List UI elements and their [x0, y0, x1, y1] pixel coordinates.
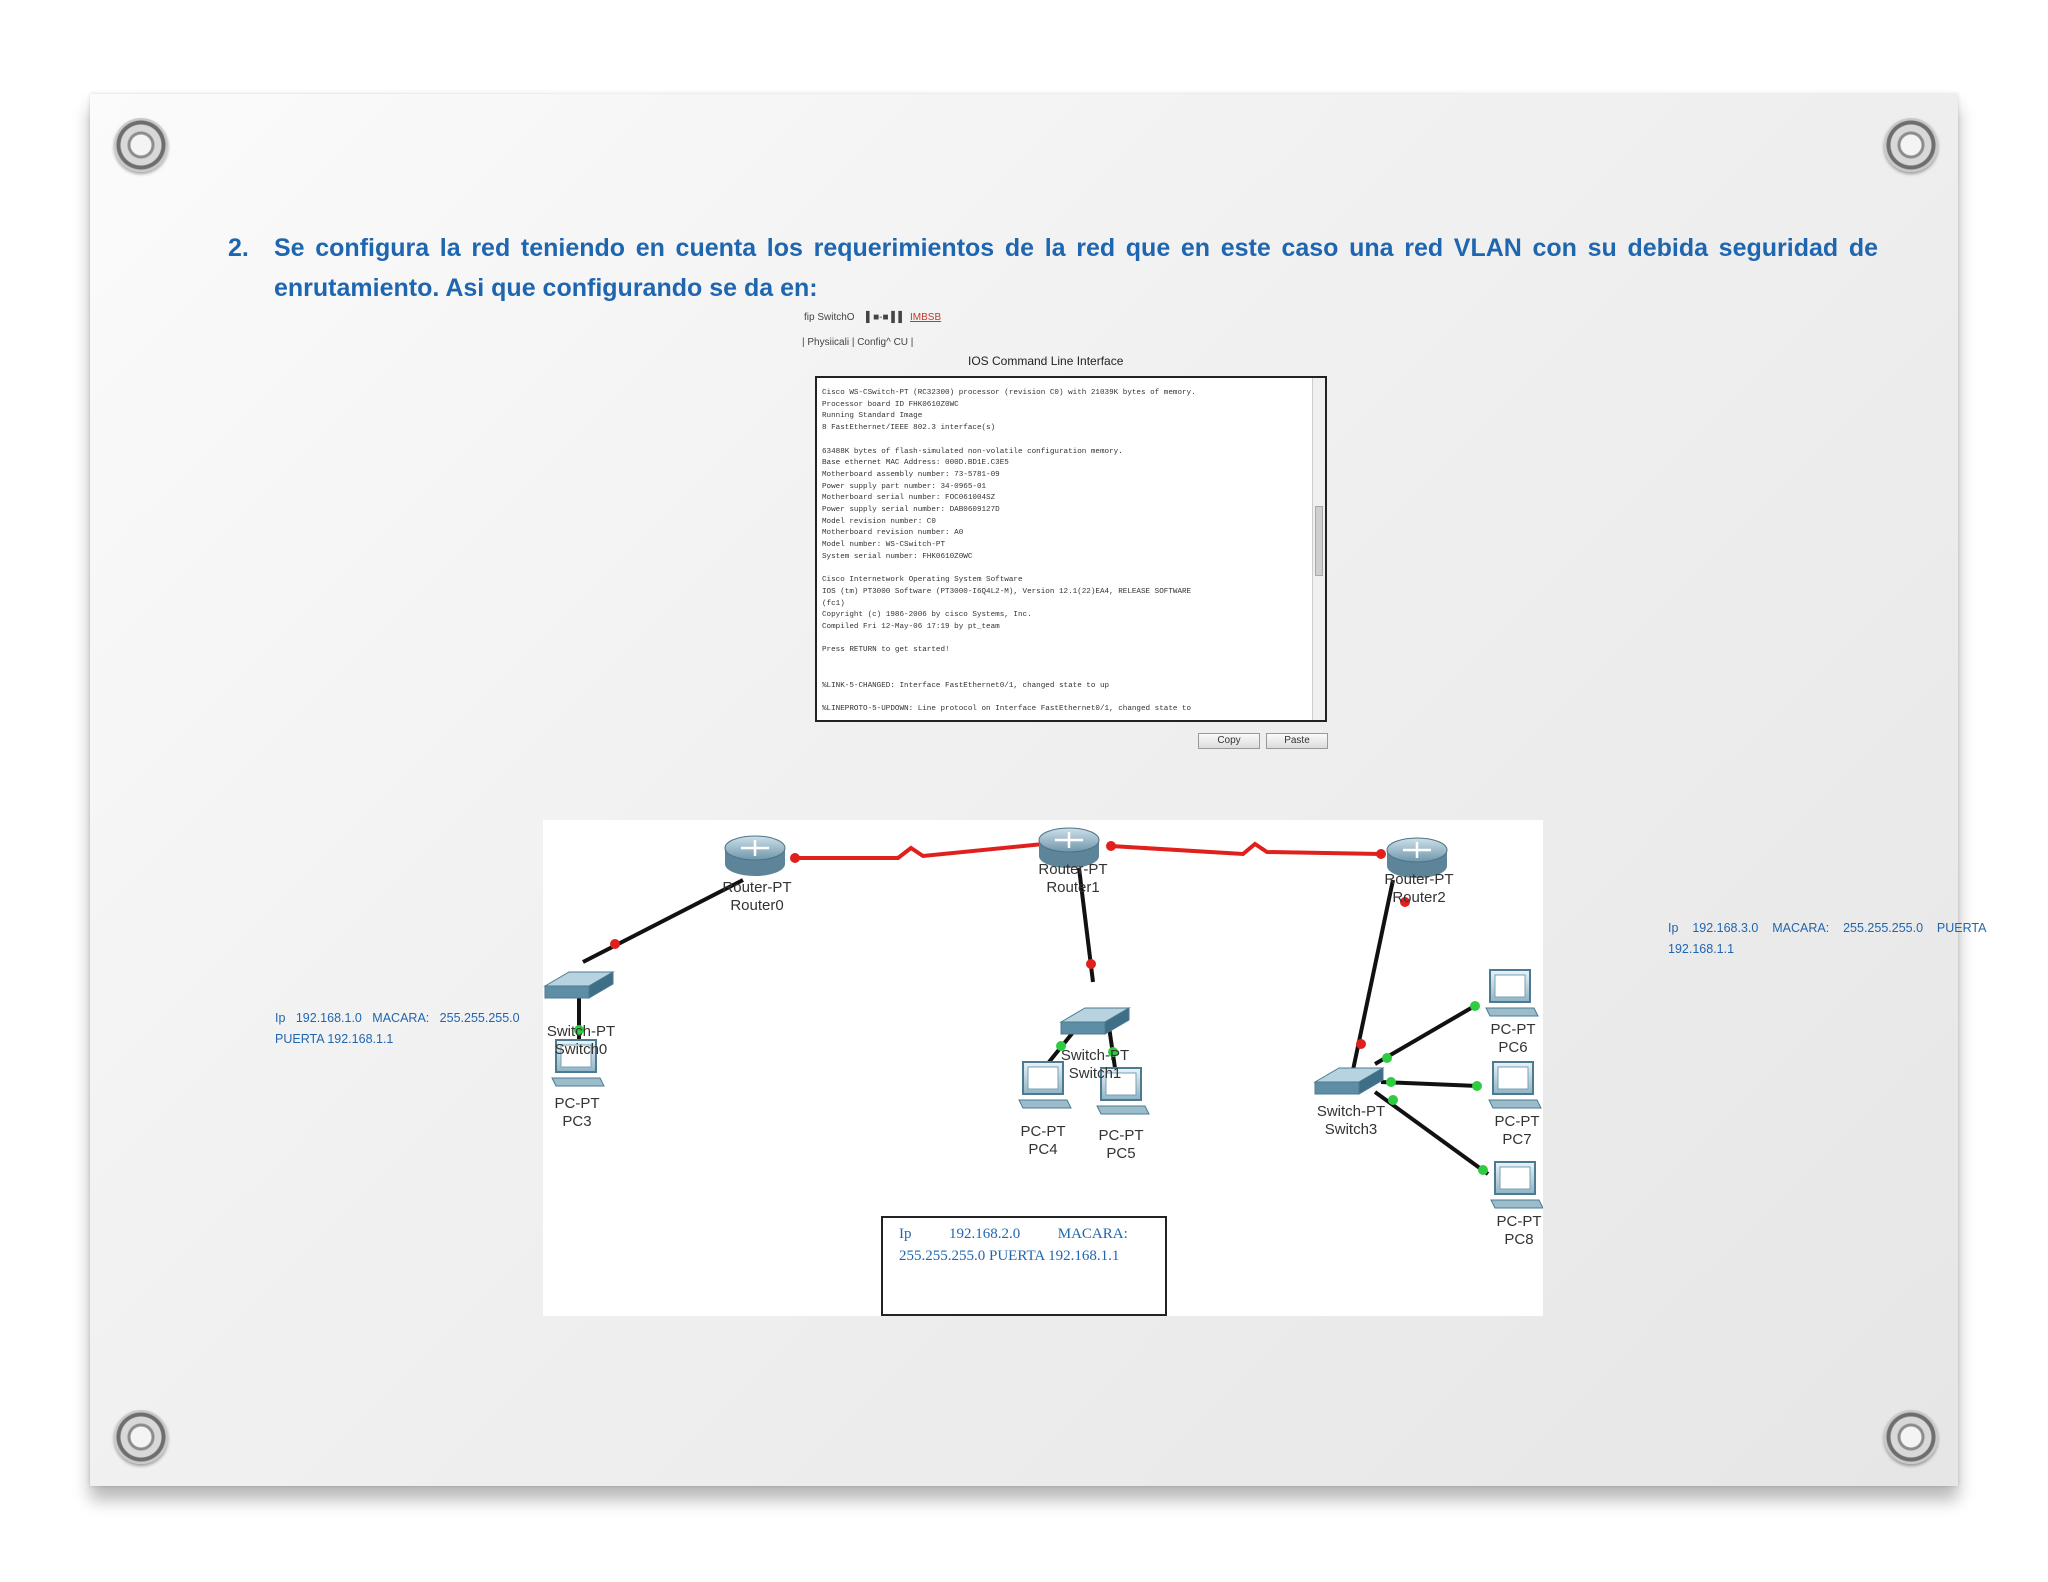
pc6-name-label: PC6	[1498, 1039, 1527, 1056]
terminal-line	[822, 669, 1307, 681]
router0-name-label: Router0	[730, 897, 783, 914]
pc6-icon[interactable]	[1485, 969, 1539, 1017]
switch3-name-label: Switch3	[1325, 1121, 1378, 1138]
terminal-line: Copyright (c) 1986-2006 by cisco Systems…	[822, 611, 1032, 620]
link-sw3-pc7	[1380, 1080, 1479, 1088]
pc6-type-label: PC-PT	[1491, 1021, 1536, 1038]
router0-icon[interactable]	[724, 835, 786, 876]
terminal-line: 63488K bytes of flash-simulated non-vola…	[822, 447, 1123, 456]
pc4-icon[interactable]	[1018, 1061, 1072, 1109]
terminal-line: System serial number: FHK0610Z0WC	[822, 552, 973, 561]
terminal-line: %LINK-5-CHANGED: Interface FastEthernet0…	[822, 681, 1110, 690]
switch1-name-label: Switch1	[1069, 1065, 1122, 1082]
ios-terminal[interactable]: Cisco WS-CSwitch-PT (RC32300) processor …	[815, 376, 1327, 722]
pc5-name-label: PC5	[1106, 1145, 1135, 1162]
switch1-type-label: Switch-PT	[1061, 1047, 1129, 1064]
note-center-line2: 255.255.255.0 PUERTA 192.168.1.1	[899, 1248, 1120, 1264]
router2-icon[interactable]	[1386, 837, 1448, 878]
terminal-line	[822, 564, 1307, 576]
note-right-line2: 192.168.1.1	[1668, 942, 1735, 956]
window-tabs[interactable]: | Physiicali | Config^ CU |	[802, 337, 914, 348]
pc3-icon[interactable]	[551, 1039, 605, 1087]
terminal-line: Model revision number: C0	[822, 517, 936, 526]
note-left-line2: PUERTA 192.168.1.1	[275, 1032, 394, 1046]
pc8-name-label: PC8	[1504, 1231, 1533, 1248]
router1-name-label: Router1	[1046, 879, 1099, 896]
pc7-icon[interactable]	[1488, 1061, 1542, 1109]
pc5-type-label: PC-PT	[1099, 1127, 1144, 1144]
terminal-line: Model number: WS-CSwitch-PT	[822, 541, 946, 550]
switch0-icon[interactable]	[543, 971, 615, 999]
window-title-link[interactable]: IMBSB	[910, 312, 942, 323]
link-r2-sw3	[1351, 879, 1395, 1071]
terminal-scrollbar[interactable]	[1312, 378, 1325, 720]
terminal-line: Motherboard assembly number: 73-5781-09	[822, 470, 1000, 479]
copy-button[interactable]: Copy	[1198, 733, 1260, 749]
terminal-output: Cisco WS-CSwitch-PT (RC32300) processor …	[822, 388, 1307, 716]
terminal-line: (fc1)	[822, 599, 845, 608]
router1-type-label: Router-PT	[1038, 861, 1107, 878]
terminal-line: 8 FastEthernet/IEEE 802.3 interface(s)	[822, 424, 996, 433]
terminal-line: Running Standard Image	[822, 412, 923, 421]
switch3-icon[interactable]	[1313, 1067, 1385, 1095]
terminal-line	[822, 435, 1307, 447]
terminal-line	[822, 634, 1307, 646]
serial-link-r1-r2	[1110, 841, 1382, 857]
terminal-line: Press RETURN to get started!	[822, 646, 950, 655]
terminal-line: Power supply serial number: DAB0609127D	[822, 506, 1000, 515]
terminal-line: Motherboard serial number: FOC061004SZ	[822, 494, 996, 503]
link-sw3-pc8	[1373, 1090, 1490, 1176]
window-title-glyphs: ▌■-■ ▌▌	[866, 312, 906, 323]
pc4-type-label: PC-PT	[1021, 1123, 1066, 1140]
note-right: Ip 192.168.3.0 MACARA: 255.255.255.0 PUE…	[1668, 918, 1986, 960]
router1-icon[interactable]	[1038, 827, 1100, 868]
router2-name-label: Router2	[1392, 889, 1445, 906]
terminal-line: Cisco WS-CSwitch-PT (RC32300) processor …	[822, 389, 1196, 397]
terminal-line: Compiled Fri 12-May-06 17:19 by pt_team	[822, 623, 1000, 632]
note-left-line1: Ip 192.168.1.0 MACARA: 255.255.255.0	[275, 1011, 520, 1025]
terminal-line: Power supply part number: 34-0965-01	[822, 482, 987, 491]
note-center-box: Ip 192.168.2.0 MACARA: 255.255.255.0 PUE…	[881, 1216, 1167, 1316]
serial-link-r0-r1	[795, 840, 1064, 860]
terminal-line	[822, 692, 1307, 704]
switch0-type-label: Switch-PT	[547, 1023, 615, 1040]
link-r0-sw0	[582, 878, 744, 964]
pc8-icon[interactable]	[1490, 1161, 1544, 1209]
terminal-line	[822, 657, 1307, 669]
note-right-line1: Ip 192.168.3.0 MACARA: 255.255.255.0 PUE…	[1668, 921, 1987, 935]
terminal-line: Processor board ID FHK0610Z0WC	[822, 400, 959, 409]
pc5-icon[interactable]	[1096, 1067, 1150, 1115]
window-title: fip SwitchO	[804, 312, 855, 323]
router2-type-label: Router-PT	[1384, 871, 1453, 888]
network-diagram: Router-PT Router0 Router-PT Router1 Rout…	[543, 820, 1544, 1316]
router0-type-label: Router-PT	[722, 879, 791, 896]
terminal-line: Motherboard revision number: A0	[822, 529, 964, 538]
terminal-scroll-thumb[interactable]	[1315, 506, 1323, 576]
switch0-name-label: Switch0	[555, 1041, 608, 1058]
heading-number: 2.	[228, 234, 249, 262]
switch1-icon[interactable]	[1059, 1007, 1131, 1035]
topology-svg: Router-PT Router0 Router-PT Router1 Rout…	[543, 827, 1544, 1248]
heading-text: Se configura la red teniendo en cuenta l…	[274, 234, 1878, 302]
switch3-type-label: Switch-PT	[1317, 1103, 1385, 1120]
pc8-type-label: PC-PT	[1497, 1213, 1542, 1230]
pc3-name-label: PC3	[562, 1113, 591, 1130]
terminal-line: %LINEPROTO-5-UPDOWN: Line protocol on In…	[822, 704, 1192, 713]
terminal-line: Cisco Internetwork Operating System Soft…	[822, 576, 1023, 585]
link-sw3-pc6	[1373, 1002, 1480, 1066]
pc4-name-label: PC4	[1028, 1141, 1057, 1158]
note-center-line1: Ip 192.168.2.0 MACARA:	[899, 1226, 1128, 1242]
terminal-line: IOS (tm) PT3000 Software (PT3000-I6Q4L2-…	[822, 587, 1192, 596]
pc7-name-label: PC7	[1502, 1131, 1531, 1148]
bolt-bottom-right-icon	[1884, 1410, 1938, 1464]
bolt-top-right-icon	[1884, 118, 1938, 172]
paste-button[interactable]: Paste	[1266, 733, 1328, 749]
bolt-bottom-left-icon	[114, 1410, 168, 1464]
ios-panel-title: IOS Command Line Interface	[968, 354, 1124, 368]
bolt-top-left-icon	[114, 118, 168, 172]
terminal-line: Base ethernet MAC Address: 000D.BD1E.C3E…	[822, 459, 1009, 468]
note-left: Ip 192.168.1.0 MACARA: 255.255.255.0 PUE…	[275, 1008, 520, 1050]
pc3-type-label: PC-PT	[555, 1095, 600, 1112]
pc7-type-label: PC-PT	[1495, 1113, 1540, 1130]
